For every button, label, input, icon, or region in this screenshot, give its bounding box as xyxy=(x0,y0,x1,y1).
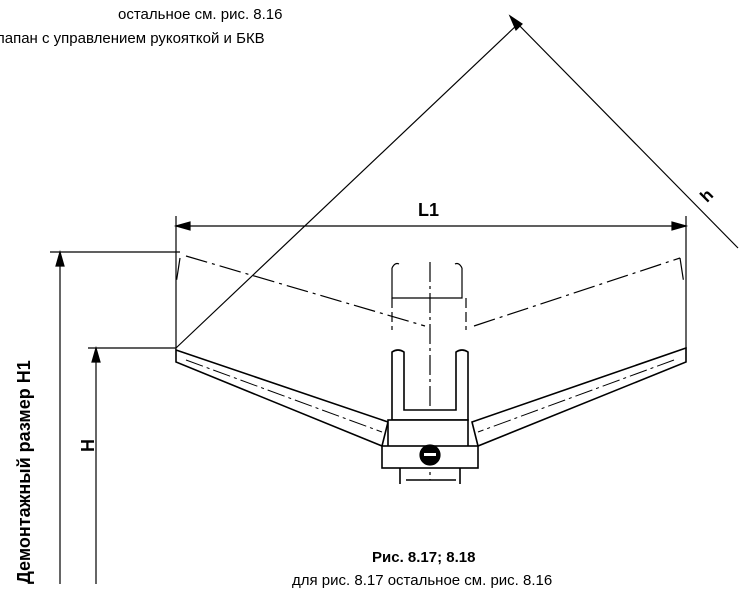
dimension-label-disassembly-h1: Демонтажный размер H1 xyxy=(14,360,34,584)
h-dimension-line xyxy=(509,15,739,249)
h-height-arrow xyxy=(91,345,101,363)
h-ext-line-left xyxy=(175,23,519,349)
note-line-2: лапан с управлением рукояткой и БКВ xyxy=(0,30,265,47)
h1-arrow xyxy=(55,249,65,267)
dimension-label-height: H xyxy=(78,439,98,452)
stem-top-ghost-curl xyxy=(391,262,463,269)
dimension-label-l1: L1 xyxy=(418,200,440,220)
note-line-1: остальное см. рис. 8.16 xyxy=(118,6,283,23)
figure-caption-title: Рис. 8.17; 8.18 xyxy=(372,549,476,566)
arrow-right xyxy=(671,221,689,231)
handle-alt-position xyxy=(175,255,685,327)
figure-caption-subtitle: для рис. 8.17 остальное см. рис. 8.16 xyxy=(292,572,553,589)
stem-top-ghost xyxy=(391,268,463,299)
h-arrow-top xyxy=(508,14,523,32)
arrow-left xyxy=(173,221,191,231)
